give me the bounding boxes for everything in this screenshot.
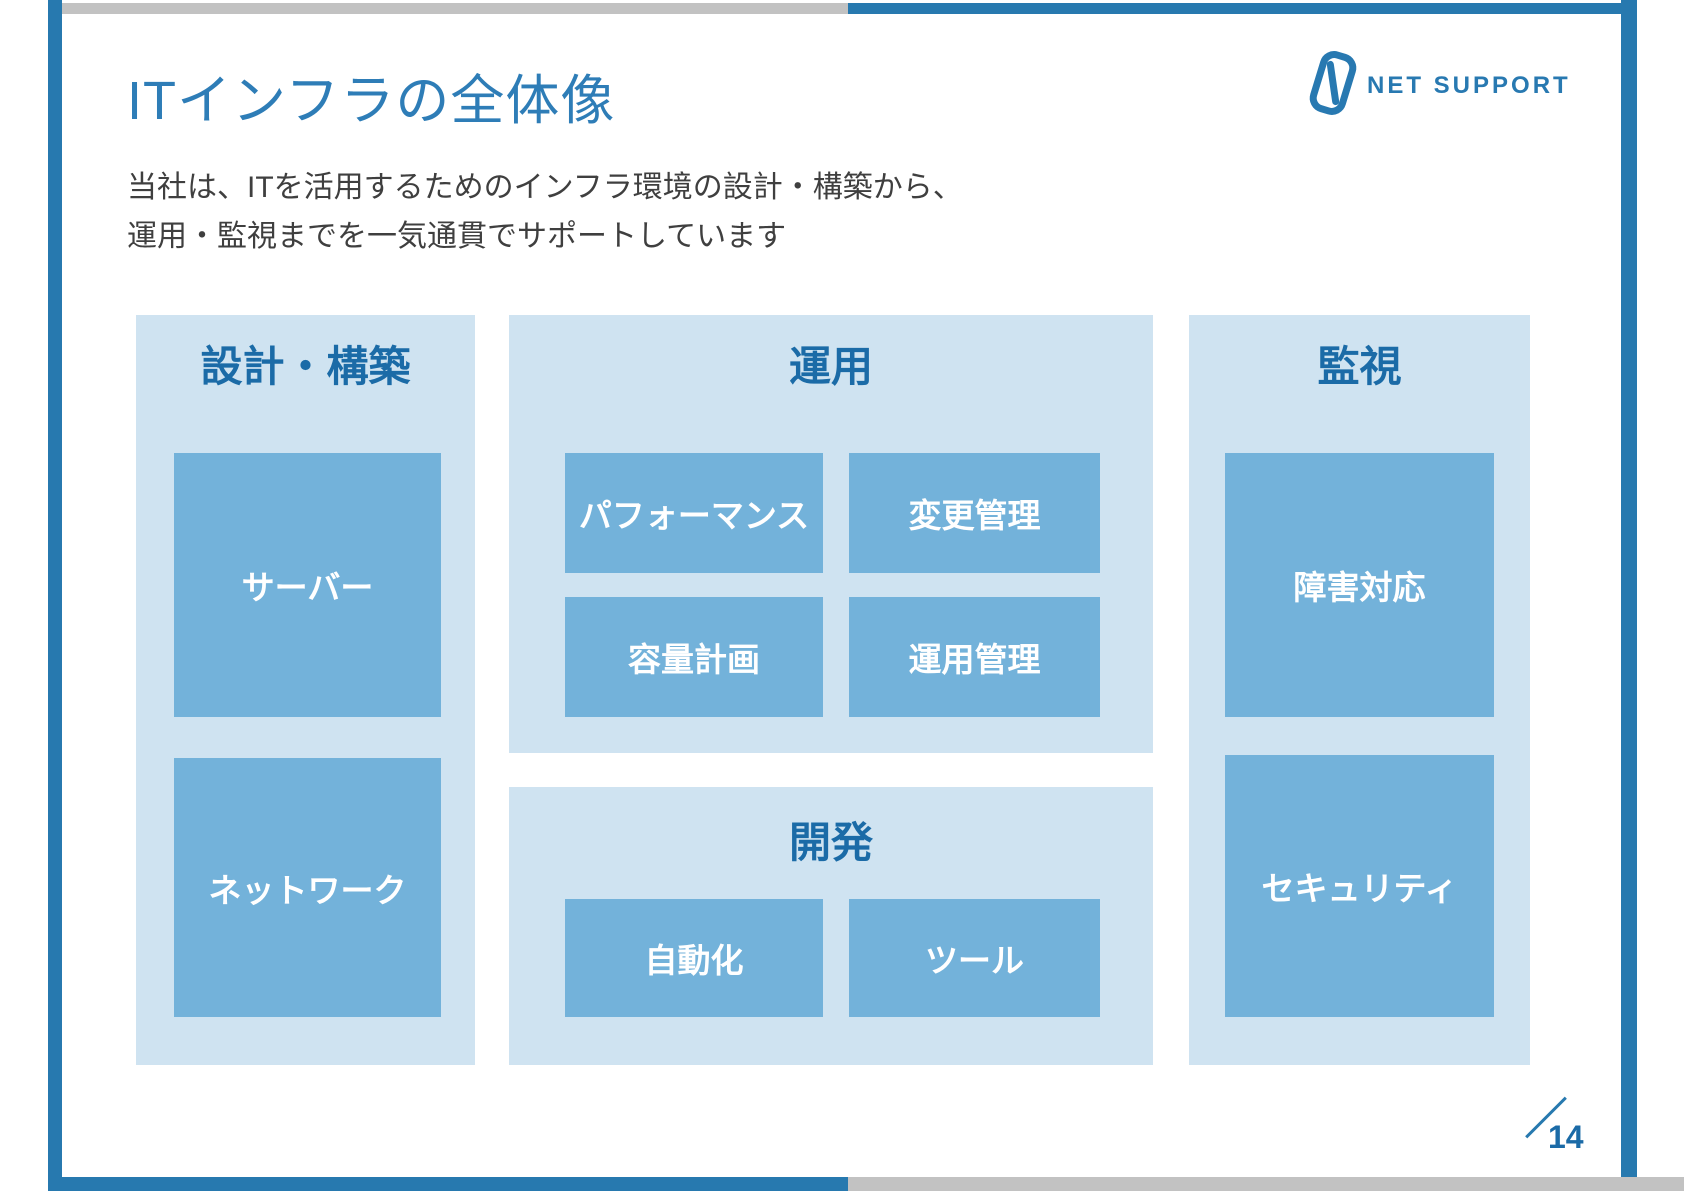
- box-server-label: サーバー: [241, 569, 374, 606]
- box-network: ネットワーク: [174, 758, 441, 1017]
- box-operations-management-label: 運用管理: [908, 641, 1041, 678]
- box-tools: ツール: [849, 899, 1100, 1017]
- frame-top-gray-strip: [62, 3, 848, 14]
- panel-header-development: 開発: [788, 819, 873, 866]
- box-capacity-planning: 容量計画: [565, 597, 823, 717]
- box-operations-management: 運用管理: [849, 597, 1100, 717]
- box-capacity-planning-label: 容量計画: [628, 641, 760, 678]
- frame-bottom-gray-strip: [848, 1177, 1684, 1191]
- panel-operations: 運用 パフォーマンス 変更管理 容量計画 運用管理: [509, 315, 1153, 753]
- box-security-label: セキュリティ: [1261, 870, 1458, 907]
- page-number: 14: [1548, 1119, 1584, 1155]
- box-security: セキュリティ: [1225, 755, 1494, 1017]
- box-incident-response-label: 障害対応: [1293, 569, 1426, 606]
- subtitle-line-1: 当社は、ITを活用するためのインフラ環境の設計・構築から、: [127, 171, 963, 204]
- frame-left-bar: [48, 0, 62, 1191]
- panel-monitoring: 監視 障害対応 セキュリティ: [1189, 315, 1530, 1065]
- box-change-management: 変更管理: [849, 453, 1100, 573]
- box-server: サーバー: [174, 453, 441, 717]
- panel-development: 開発 自動化 ツール: [509, 787, 1153, 1065]
- net-support-n-icon: [1308, 48, 1358, 123]
- box-automation-label: 自動化: [644, 942, 744, 979]
- frame-bottom-blue-strip: [48, 1177, 848, 1191]
- box-automation: 自動化: [565, 899, 823, 1017]
- logo-text: NET SUPPORT: [1367, 71, 1571, 99]
- box-network-label: ネットワーク: [208, 871, 407, 909]
- frame-top-blue-strip: [848, 3, 1637, 14]
- box-performance-label: パフォーマンス: [578, 497, 810, 534]
- box-incident-response: 障害対応: [1225, 453, 1494, 717]
- subtitle-line-2: 運用・監視までを一気通貫でサポートしています: [127, 220, 787, 253]
- panel-design-build: 設計・構築 サーバー ネットワーク: [136, 315, 475, 1065]
- frame-right-bar: [1621, 0, 1637, 1179]
- box-performance: パフォーマンス: [565, 453, 823, 573]
- box-tools-label: ツール: [925, 942, 1024, 979]
- panel-header-operations: 運用: [788, 343, 873, 390]
- panel-header-monitoring: 監視: [1317, 343, 1402, 390]
- company-logo: NET SUPPORT: [1308, 48, 1571, 123]
- page-subtitle: 当社は、ITを活用するためのインフラ環境の設計・構築から、 運用・監視までを一気…: [127, 163, 963, 261]
- box-change-management-label: 変更管理: [908, 497, 1041, 534]
- panel-header-design-build: 設計・構築: [200, 343, 411, 390]
- page-title: ITインフラの全体像: [127, 71, 616, 131]
